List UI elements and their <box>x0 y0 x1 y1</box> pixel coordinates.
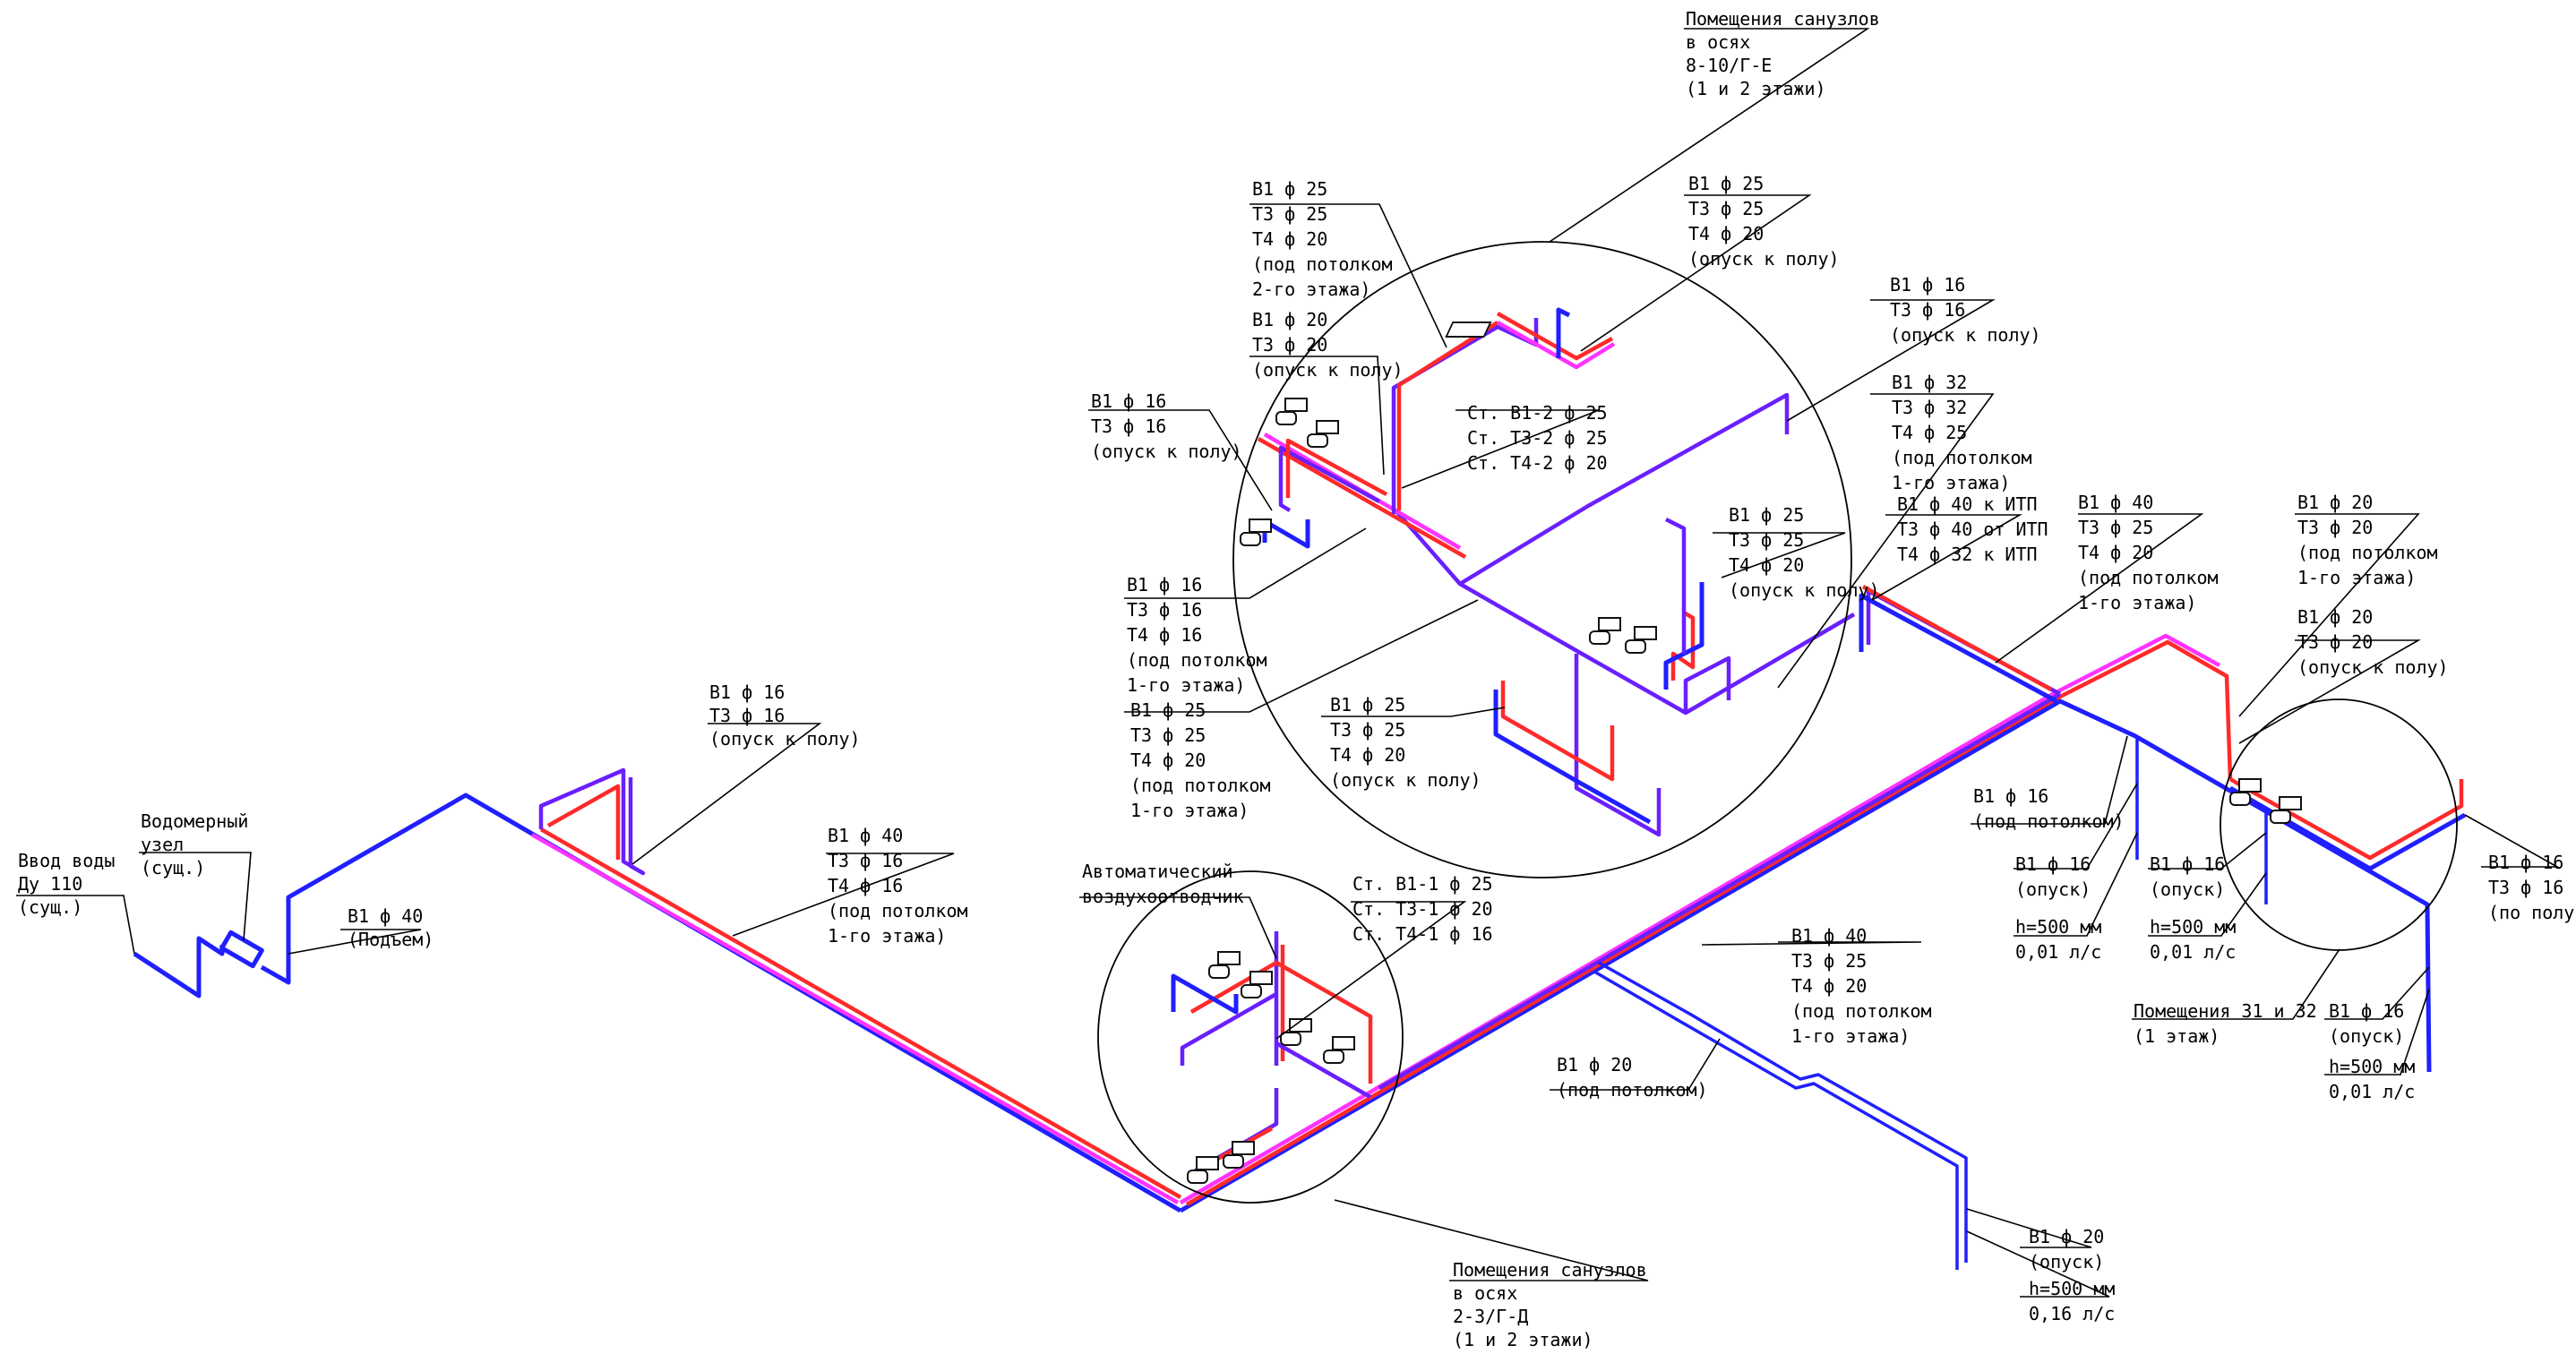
branch-b1-20-a <box>1598 961 1968 1263</box>
main-t3-left <box>539 827 1182 1199</box>
toilet-icon <box>1589 617 1621 645</box>
bottom-group-branch <box>1275 1041 1372 1099</box>
main-t3-rising <box>1185 639 2233 1206</box>
itp-t3 <box>1861 585 2053 691</box>
top-group-main <box>1458 392 1790 586</box>
left-drop-t3 <box>546 784 621 860</box>
pipe-network <box>133 307 2467 1270</box>
toilet-icon <box>1208 951 1241 979</box>
riser-b1-40 <box>260 793 1182 1213</box>
detail-circle-bottom <box>1097 870 1404 1204</box>
main-t4-rising <box>1179 633 2221 1204</box>
detail-circle-top <box>1232 241 1852 878</box>
label-b1-20-ceiling: В1 ф 20(под потолком) <box>1557 1054 1708 1101</box>
toilet-icon <box>1240 518 1272 546</box>
top-group-b1-drop <box>1556 307 1571 358</box>
top-group-up <box>1496 321 1616 370</box>
bottom-group-t3 <box>1189 960 1373 1084</box>
right-room-t3 <box>2228 777 2464 861</box>
mid-subgroup <box>1574 654 1662 837</box>
top-group-up-t3 <box>1496 312 1614 361</box>
label-b1-16-opusk-a: В1 ф 16(опуск) <box>2015 853 2091 900</box>
leader-lines <box>16 28 2561 1298</box>
top-group-trunk-t3 <box>1257 437 1467 559</box>
inlet-pipe <box>133 936 225 998</box>
label-b1-16-opusk-c: В1 ф 16(опуск) <box>2329 1000 2404 1047</box>
right-subgroup <box>1683 656 1731 713</box>
toilet-icon <box>1307 420 1339 448</box>
label-b1-16-opusk-b: В1 ф 16(опуск) <box>2150 853 2225 900</box>
branch-b1-20-b <box>1593 970 1959 1270</box>
toilet-icon <box>1323 1036 1355 1064</box>
label-b1-16-ceiling: В1 ф 16(под потолком) <box>1973 785 2125 832</box>
toilet-icon <box>1275 398 1308 425</box>
bottom-group-b1 <box>1171 973 1239 1015</box>
toilet-icon <box>2270 796 2302 824</box>
toilet-icon <box>1241 971 1273 998</box>
mid-subgroup-b1 <box>1493 690 1652 825</box>
itp-b1 <box>1859 593 2058 704</box>
main-t4-left <box>530 833 1180 1204</box>
label-b1-20-drop: В1 ф 20(опуск) <box>2029 1226 2104 1273</box>
toilet-icon <box>1187 1156 1219 1184</box>
top-group-riser-b <box>1396 321 1499 510</box>
label-riser-up: В1 ф 40(Подъем) <box>348 905 434 950</box>
toilet-icon <box>1280 1018 1312 1046</box>
toilet-icon <box>1625 626 1657 654</box>
sink-icon <box>1445 321 1492 338</box>
mid-subgroup-t3 <box>1500 681 1615 782</box>
detail-circle-right <box>2220 698 2458 951</box>
fixtures <box>1187 321 2302 1184</box>
label-rooms-31-32: Помещения 31 и 32(1 этаж) <box>2134 1000 2317 1047</box>
left-drop-riser <box>538 767 646 876</box>
top-group-trunk <box>1395 510 1856 716</box>
main-b1-rising <box>1179 698 2432 1213</box>
left-subgroup-t3 <box>1285 438 1388 498</box>
toilet-icon <box>1223 1141 1255 1169</box>
inner-25-drop <box>1664 517 1687 654</box>
left-subgroup <box>1278 445 1381 512</box>
bottom-group-upper <box>1180 992 1278 1066</box>
water-meter-symbol <box>219 930 264 969</box>
main-combined <box>1378 692 2062 1090</box>
right-subgroup-t3 <box>1670 611 1696 681</box>
toilet-icon <box>2229 778 2262 806</box>
